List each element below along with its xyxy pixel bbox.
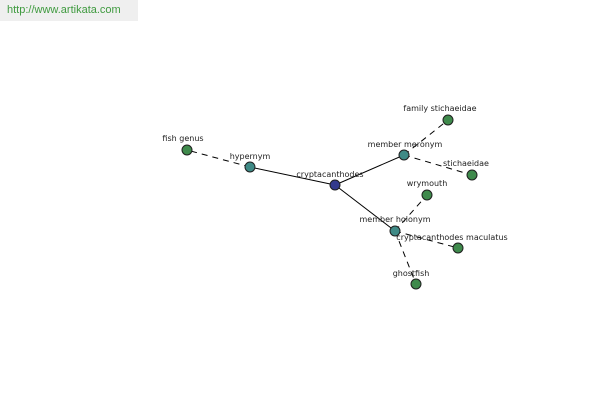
node-member-meronym[interactable] (398, 149, 410, 161)
label-family-stichaeidae: family stichaeidae (403, 104, 476, 113)
labels: cryptacanthodes hypernym member meronym … (162, 104, 507, 278)
node-wrymouth[interactable] (421, 189, 433, 201)
label-ghostfish: ghostfish (393, 269, 430, 278)
nodes (181, 114, 478, 290)
edge-meronym-family-stichaeidae (403, 119, 449, 156)
node-fish-genus[interactable] (181, 144, 193, 156)
edge-center-member-meronym (334, 154, 405, 186)
label-stichaeidae: stichaeidae (443, 159, 489, 168)
edge-holonym-wrymouth (394, 194, 428, 232)
label-cryptacanthodes-maculatus: cryptacanthodes maculatus (396, 233, 507, 242)
label-wrymouth: wrymouth (407, 179, 448, 188)
node-ghostfish[interactable] (410, 278, 422, 290)
edge-meronym-stichaeidae (403, 154, 473, 176)
label-member-meronym: member meronym (368, 140, 443, 149)
node-family-stichaeidae[interactable] (442, 114, 454, 126)
edge-center-member-holonym (334, 184, 396, 232)
edges (186, 119, 473, 285)
edge-center-hypernym (249, 166, 336, 186)
label-member-holonym: member holonym (359, 215, 430, 224)
label-hypernym: hypernym (230, 152, 271, 161)
node-hypernym[interactable] (244, 161, 256, 173)
label-center: cryptacanthodes (296, 170, 363, 179)
node-stichaeidae[interactable] (466, 169, 478, 181)
node-center[interactable] (329, 179, 341, 191)
node-member-holonym[interactable] (389, 225, 401, 237)
label-fish-genus: fish genus (162, 134, 203, 143)
url-banner: http://www.artikata.com (0, 0, 138, 21)
site-url-link[interactable]: http://www.artikata.com (7, 4, 121, 16)
edge-holonym-ghostfish (394, 230, 417, 285)
node-cryptacanthodes-maculatus[interactable] (452, 242, 464, 254)
